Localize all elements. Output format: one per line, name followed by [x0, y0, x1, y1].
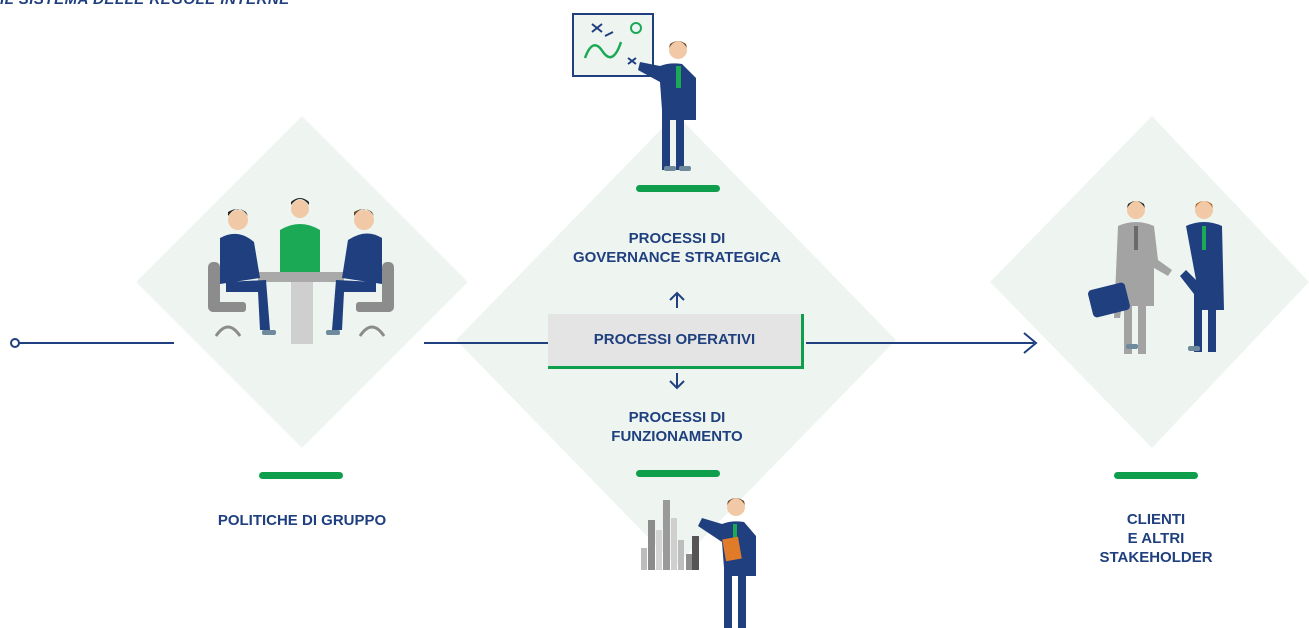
arrow-up-icon: [669, 291, 685, 308]
meeting-icon: [208, 198, 394, 344]
stakeholders-label-line-3: STAKEHOLDER: [1099, 549, 1213, 566]
functioning-label-line-1: PROCESSI DI: [628, 409, 726, 426]
arrow-right-icon: [1023, 332, 1038, 354]
stakeholders-label-line-1: CLIENTI: [1126, 511, 1186, 528]
green-bar-top: [636, 185, 720, 192]
diagram-title: IL SISTEMA DELLE REGOLE INTERNE: [0, 0, 290, 8]
stakeholders-label-line-2: E ALTRI: [1127, 530, 1185, 547]
green-bar-left: [259, 472, 343, 479]
stakeholders-label: CLIENTI E ALTRI STAKEHOLDER: [1056, 510, 1256, 567]
operational-processes-label: PROCESSI OPERATIVI: [593, 331, 756, 348]
group-policies-label: POLITICHE DI GRUPPO: [217, 512, 387, 529]
governance-label: PROCESSI DI GOVERNANCE STRATEGICA: [560, 229, 794, 267]
functioning-label: PROCESSI DI FUNZIONAMENTO: [560, 408, 794, 446]
operational-processes-box: PROCESSI OPERATIVI: [548, 314, 804, 369]
arrow-down-icon: [669, 373, 685, 390]
green-bar-right: [1114, 472, 1198, 479]
strategist-icon: [572, 13, 696, 171]
presenter-icon: [641, 498, 756, 628]
governance-label-line-1: PROCESSI DI: [628, 230, 726, 247]
start-node: [10, 338, 20, 348]
governance-label-line-2: GOVERNANCE STRATEGICA: [572, 249, 782, 266]
handshake-icon: [1088, 201, 1224, 354]
functioning-label-line-2: FUNZIONAMENTO: [611, 428, 743, 445]
green-bar-bottom: [636, 470, 720, 477]
